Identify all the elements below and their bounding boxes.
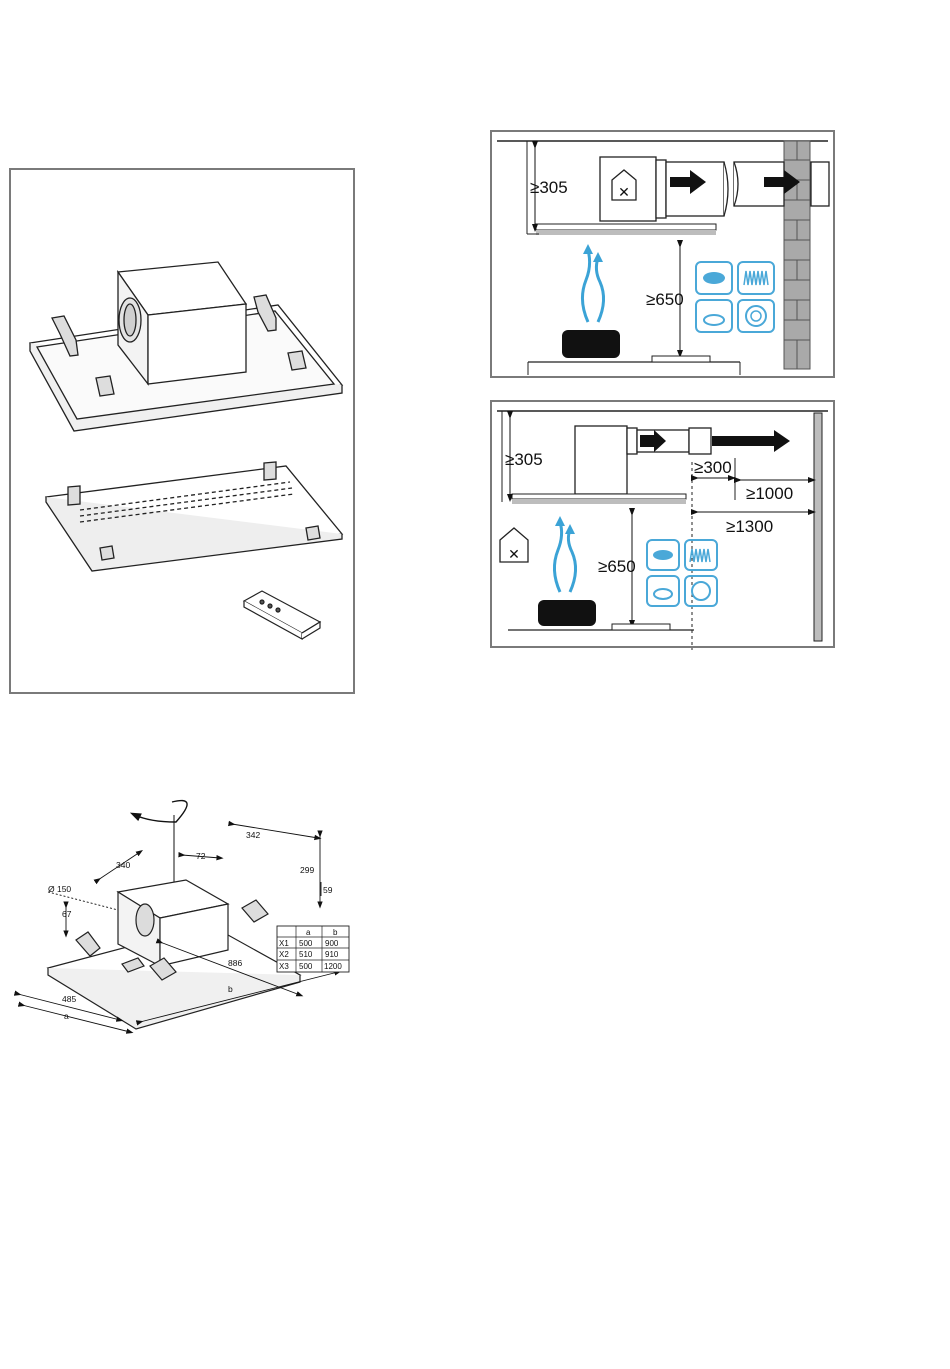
svg-text:✕: ✕ [618,185,630,201]
table-cell: 510 [299,950,313,959]
dim-72-label: 72 [196,851,206,861]
pot-icon-2 [538,600,596,626]
dim-342-label: 342 [246,830,260,840]
glass-panel-illustration [46,462,342,571]
dim-485-label: 485 [62,994,76,1004]
dimension-drawing: 342 340 72 299 59 Ø 150 67 886 485 a b a… [18,801,349,1032]
pot-icon [562,330,620,358]
dimension-table: a b X1 500 900 X2 510 910 X3 500 1200 [277,926,349,972]
outflow-arrow [712,430,790,452]
clearance-top-label-2: ≥305 [505,450,543,469]
dim-886-label: 886 [228,958,242,968]
table-cell: X2 [279,950,289,959]
dim-b-label: b [228,984,233,994]
table-cell: 910 [325,950,339,959]
table-cell: 500 [299,962,313,971]
remote-control-illustration [244,591,320,639]
table-cell: 1200 [324,962,342,971]
clearance-wall-1-label: ≥1000 [746,484,793,503]
hob-type-icons-2 [647,540,717,606]
dim-a-label: a [64,1011,69,1021]
table-cell: 500 [299,939,313,948]
install-panel-recirculation: ≥305 ≥300 ≥1000 ≥1300 ≥650 ✕ [491,401,834,650]
rotation-arrow-icon [135,801,187,822]
install-panel-ducted: ✕ ≥305 ≥650 [491,131,834,377]
hob-type-icons [696,262,774,332]
clearance-duct-label: ≥300 [694,458,732,477]
table-header-b: b [333,928,338,937]
clearance-top-label: ≥305 [530,178,568,197]
parts-panel [10,169,354,693]
house-recirculation-icon: ✕ [500,528,528,563]
table-cell: X1 [279,939,289,948]
dim-299-label: 299 [300,865,314,875]
hood-body-illustration [30,262,342,431]
table-cell: 900 [325,939,339,948]
table-cell: X3 [279,962,289,971]
dim-150-label: Ø 150 [48,884,71,894]
dim-67-label: 67 [62,909,72,919]
clearance-wall-2-label: ≥1300 [726,517,773,536]
table-header-a: a [306,928,311,937]
clearance-hob-label: ≥650 [646,290,684,309]
dim-59-label: 59 [323,885,333,895]
svg-text:✕: ✕ [508,547,520,563]
dim-340-label: 340 [116,860,130,870]
clearance-hob-label-2: ≥650 [598,557,636,576]
